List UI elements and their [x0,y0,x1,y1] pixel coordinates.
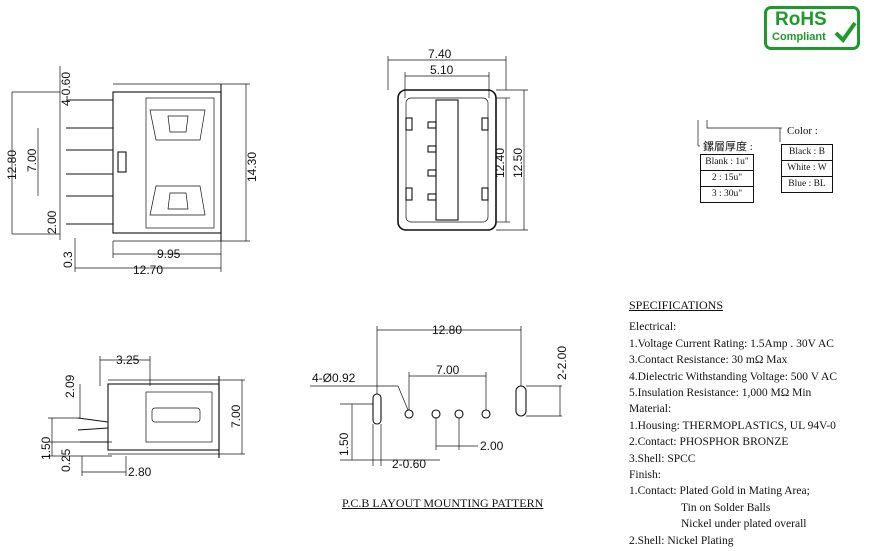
ordering-brackets [697,120,782,147]
dim-4-0-60: 4-0.60 [59,72,73,106]
plating-label: 鏍層厚度 : [703,141,753,153]
dim-12-70: 12.70 [133,263,163,277]
spec-line: 3.Shell: SPCC [629,452,696,465]
plating-option: 2 : 15u" [701,171,753,187]
dim-3-25: 3.25 [116,353,140,367]
color-option: Black : B [782,145,832,161]
spec-line: Nickel under plated overall [681,518,807,531]
dim-0-25: 0.25 [59,448,73,472]
dim-7-00: 7.00 [25,148,39,172]
check-mark-icon [834,21,857,43]
specifications-title: SPECIFICATIONS [629,298,724,312]
pcb-dim-2-2-00: 2-2.00 [555,346,569,380]
color-options-table: Black : B White : W Blue : BL [781,144,833,193]
dim-1-50: 1.50 [39,436,53,460]
color-label: Color : [787,125,818,137]
spec-line: 1.Contact: Plated Gold in Mating Area; [629,485,810,498]
spec-line: 2.Shell: Nickel Plating [629,534,734,547]
electrical-heading: Electrical: [629,321,677,334]
pcb-layout: 12.80 4-Ø0.92 7.00 1.50 2-0.60 2.00 2-2.… [310,323,569,471]
plating-option: 3 : 30u" [711,189,743,199]
spec-line: 4.Dielectric Withstanding Voltage: 500 V… [629,370,838,383]
dim-12-80: 12.80 [5,150,19,180]
dim-14-30: 14.30 [245,152,259,182]
top-view: 9.95 12.70 4-0.60 12.80 7.00 2.00 0.3 14… [5,66,259,277]
dim-9-95: 9.95 [157,247,181,261]
pcb-dim-2-00: 2.00 [480,439,504,453]
dim-7-00-side: 7.00 [229,404,243,428]
finish-heading: Finish: [629,469,661,482]
dim-2-09: 2.09 [63,374,77,398]
pcb-dim-2-0-60: 2-0.60 [392,457,426,471]
side-view: 3.25 2.09 1.50 0.25 2.80 7.00 [39,353,245,479]
spec-line: 3.Contact Resistance: 30 mΩ Max [629,354,788,367]
rohs-logo-subtitle: Compliant [772,31,826,43]
spec-line: 1.Housing: THERMOPLASTICS, UL 94V-0 [629,419,836,432]
spec-line: 2.Contact: PHOSPHOR BRONZE [629,436,789,449]
pcb-caption: P.C.B LAYOUT MOUNTING PATTERN [342,496,544,510]
pcb-dim-12-80: 12.80 [432,323,462,337]
rohs-logo: RoHS Compliant [764,6,860,50]
dim-7-40: 7.40 [428,47,452,61]
rohs-logo-title: RoHS [775,9,827,30]
pcb-dim-7-00: 7.00 [436,363,460,377]
plating-options-table: Blank : 1u" 2 : 15u" 3 : 30u" [700,154,754,203]
dim-5-10: 5.10 [430,63,454,77]
material-heading: Material: [629,403,672,416]
color-option: White : W [782,161,832,177]
pcb-dim-hole: 4-Ø0.92 [312,371,356,385]
spec-line: 5.Insulation Resistance: 1,000 MΩ Min [629,387,812,400]
dim-2-80: 2.80 [128,465,152,479]
dim-0-3: 0.3 [61,251,75,268]
front-view: 7.40 5.10 12.40 12.50 [387,47,528,231]
plating-option: Blank : 1u" [701,155,753,171]
spec-line: 1.Voltage Current Rating: 1.5Amp . 30V A… [629,337,834,350]
spec-line: Tin on Solder Balls [681,501,771,514]
dim-2-00: 2.00 [45,210,59,234]
color-option: Blue : BL [788,179,826,189]
pcb-dim-1-50: 1.50 [337,432,351,456]
specifications-panel: SPECIFICATIONS Electrical: 1.Voltage Cur… [629,297,879,549]
dim-12-50: 12.50 [511,148,525,178]
dim-12-40: 12.40 [493,148,507,178]
